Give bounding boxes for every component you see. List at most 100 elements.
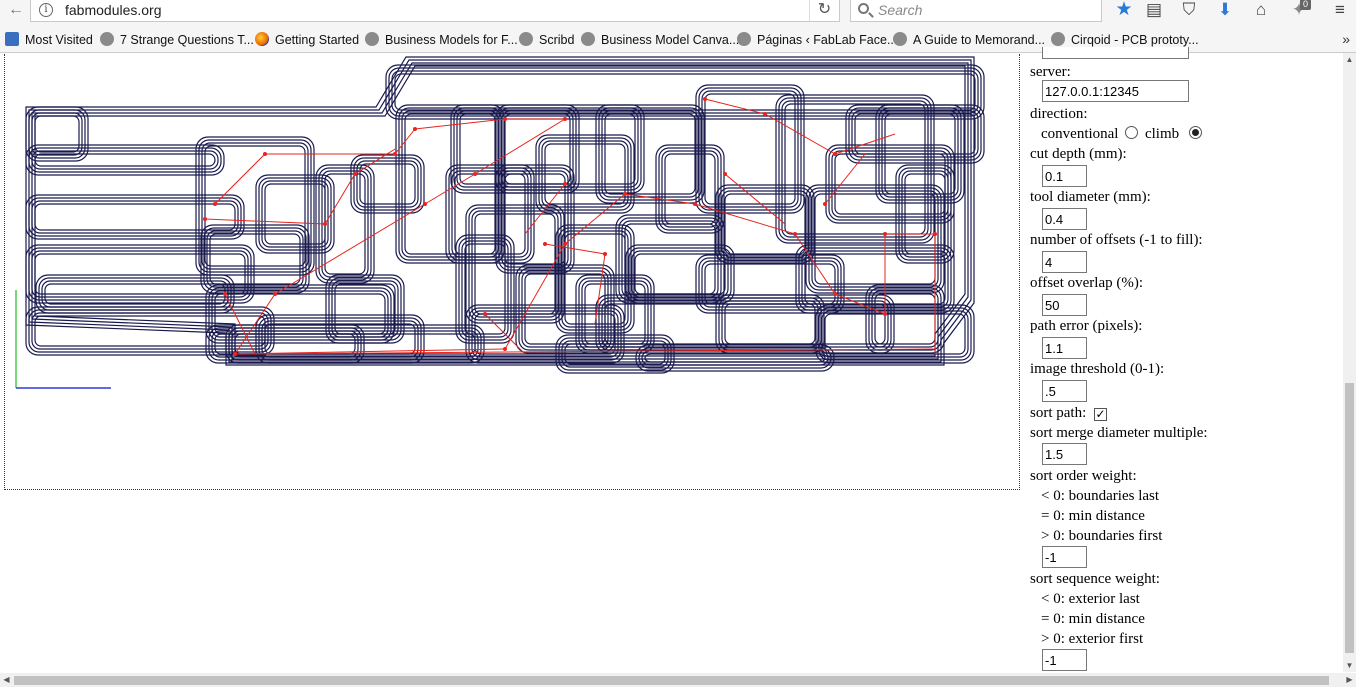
conventional-radio[interactable] [1125,126,1139,139]
pocket-icon[interactable]: ⛉ [1182,0,1196,19]
move-point [703,97,707,101]
toolpath-canvas[interactable] [5,54,1020,490]
scroll-down-icon[interactable]: ▼ [1345,661,1354,670]
rapid-move [234,348,506,355]
vertical-scrollbar[interactable]: ▲ ▼ [1343,53,1356,672]
move-point [883,232,887,236]
toolpath-trace [598,297,822,351]
settings-panel: server: direction: conventional climb cu… [1030,47,1340,673]
scroll-up-icon[interactable]: ▲ [1345,55,1354,64]
move-point [413,127,417,131]
globe-icon [100,32,114,46]
rapid-moves [203,97,937,356]
vertical-scroll-thumb[interactable] [1345,383,1354,653]
bookmark-item[interactable]: Cirqoid - PCB prototy... [1051,32,1199,50]
reload-icon[interactable]: ↻ [809,0,839,21]
sequence-hint: > 0: exterior first [1041,631,1144,647]
toolpath-trace [258,177,332,251]
sort-path-row: sort path: ✓ [1030,405,1107,422]
toolpath-trace [778,97,932,241]
toolpath-trace [468,307,622,361]
bookmark-item[interactable]: 7 Strange Questions T... [100,32,254,50]
toolpath-trace [898,167,952,261]
toolpath-trace [35,274,235,314]
toolpath-trace [821,310,969,358]
path-error-input[interactable] [1042,337,1087,359]
toolpath-trace [781,100,929,238]
toolpath-trace [595,294,825,354]
merge-input[interactable] [1042,443,1087,465]
url-text[interactable]: fabmodules.org [65,2,162,18]
menu-icon[interactable]: ≡ [1335,0,1345,19]
home-icon[interactable]: ⌂ [1255,0,1267,19]
bookmark-label: Getting Started [275,33,360,47]
reading-list-icon[interactable]: ▤ [1145,0,1163,19]
chevron-right-icon[interactable]: » [1342,31,1350,47]
order-input[interactable] [1042,546,1087,568]
bookmark-label: 7 Strange Questions T... [120,33,254,47]
toolpath-trace [875,104,965,204]
bookmark-star-icon[interactable]: ★ [1115,0,1133,20]
move-point [213,202,217,206]
bookmark-item[interactable]: Getting Started [255,32,359,50]
order-hint: = 0: min distance [1041,508,1145,524]
bookmark-item[interactable]: Scribd [519,32,574,50]
bookmark-item[interactable]: Business Models for F... [365,32,518,50]
toolpath-trace [558,337,672,371]
toolpath-trace [775,94,935,244]
threshold-input[interactable] [1042,380,1087,402]
search-placeholder: Search [878,2,923,18]
previous-field[interactable] [1042,47,1189,59]
move-point [543,242,547,246]
scroll-right-icon[interactable]: ▶ [1346,675,1353,684]
sequence-input[interactable] [1042,649,1087,671]
horizontal-scrollbar[interactable]: ◀ ▶ [0,673,1356,687]
download-icon[interactable]: ⬇ [1217,0,1233,19]
move-point [833,152,837,156]
sort-path-checkbox[interactable]: ✓ [1094,407,1107,421]
offsets-label: number of offsets (-1 to fill): [1030,232,1203,248]
move-point [563,242,567,246]
server-input[interactable] [1042,80,1189,102]
horizontal-scroll-thumb[interactable] [14,676,1329,685]
url-bar[interactable]: i fabmodules.org ↻ [30,0,840,22]
toolpath-trace [828,147,952,221]
bookmark-most-visited[interactable]: Most Visited [5,32,93,50]
toolpath-trace [541,140,629,208]
toolpath-trace [658,147,722,231]
extension-icon[interactable]: ✦0 [1286,0,1312,22]
move-point [423,202,427,206]
toolpath-view[interactable] [4,54,1020,490]
bookmark-item[interactable]: Business Model Canva... [581,32,739,50]
rapid-move [544,243,606,255]
bookmark-item[interactable]: Páginas ‹ FabLab Face... [737,32,897,50]
climb-label: climb [1144,126,1180,142]
tool-diameter-input[interactable] [1042,208,1087,230]
rapid-move [484,313,526,355]
offsets-input[interactable] [1042,251,1087,273]
cut-depth-input[interactable] [1042,165,1087,187]
threshold-label: image threshold (0-1): [1030,361,1165,377]
bookmark-label: Business Models for F... [385,33,518,47]
rapid-move [204,218,326,225]
move-point [263,152,267,156]
move-point [323,222,327,226]
climb-radio[interactable] [1188,126,1202,139]
search-input[interactable]: Search [850,0,1102,22]
toolpath-trace [538,137,632,211]
scroll-left-icon[interactable]: ◀ [3,675,10,684]
move-point [473,172,477,176]
bookmark-label: Business Model Canva... [601,33,740,47]
toolpath-trace [868,287,942,351]
overlap-input[interactable] [1042,294,1087,316]
move-point [273,292,277,296]
globe-icon [365,32,379,46]
toolpath-trace [474,313,616,355]
bookmark-item[interactable]: A Guide to Memorand... [893,32,1045,50]
back-arrow-icon[interactable]: ← [8,1,24,18]
toolpath-trace [201,142,309,270]
toolpath-trace [811,190,939,288]
toolpath-trace [884,113,956,195]
move-point [793,232,797,236]
info-icon[interactable]: i [39,3,53,17]
